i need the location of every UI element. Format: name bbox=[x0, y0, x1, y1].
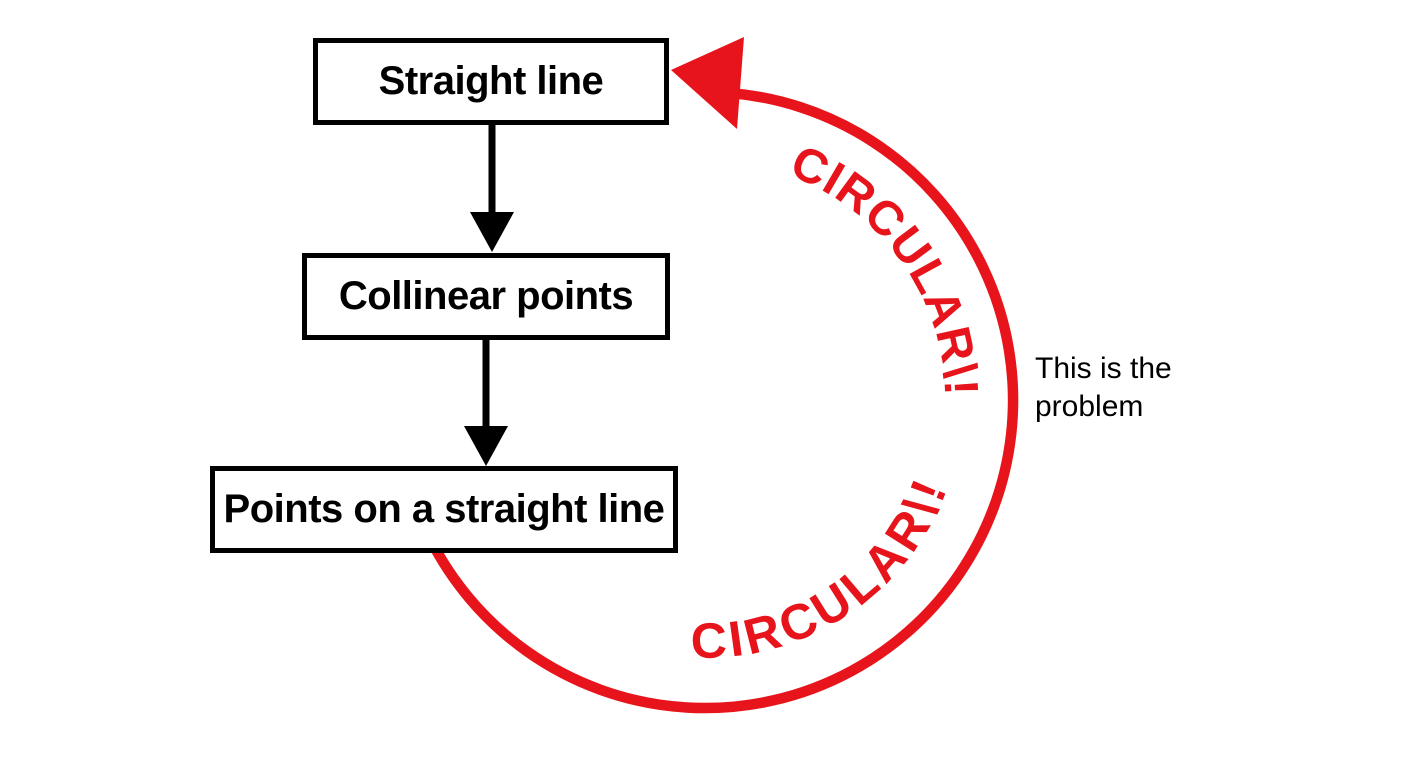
problem-annotation: This is the problem bbox=[1035, 350, 1172, 426]
flow-box-points-on-a-straight-line: Points on a straight line bbox=[210, 466, 678, 553]
down-arrow-bottom bbox=[464, 340, 508, 466]
flow-box-label: Collinear points bbox=[338, 274, 634, 318]
circular-label-bottom: CIRCULAR\! bbox=[690, 469, 955, 670]
flow-box-straight-line: Straight line bbox=[313, 38, 669, 125]
down-arrow-top bbox=[470, 123, 514, 252]
problem-annotation-line2: problem bbox=[1035, 390, 1144, 423]
flow-box-label: Straight line bbox=[378, 59, 604, 103]
down-arrow-bottom-head-icon bbox=[464, 426, 508, 466]
circular-label-top: CIRCULAR\! bbox=[783, 136, 986, 398]
down-arrow-top-head-icon bbox=[470, 212, 514, 252]
circular-label-top-wrap: CIRCULAR\! bbox=[783, 136, 987, 398]
problem-annotation-line1: This is the bbox=[1035, 352, 1172, 385]
flow-box-collinear-points: Collinear points bbox=[302, 253, 670, 340]
red-circular-arrow-head-icon bbox=[671, 37, 744, 129]
red-circular-arrow-arc bbox=[425, 87, 1019, 714]
circular-label-bottom-wrap: CIRCULAR\! bbox=[690, 469, 959, 670]
flow-box-label: Points on a straight line bbox=[223, 487, 665, 531]
